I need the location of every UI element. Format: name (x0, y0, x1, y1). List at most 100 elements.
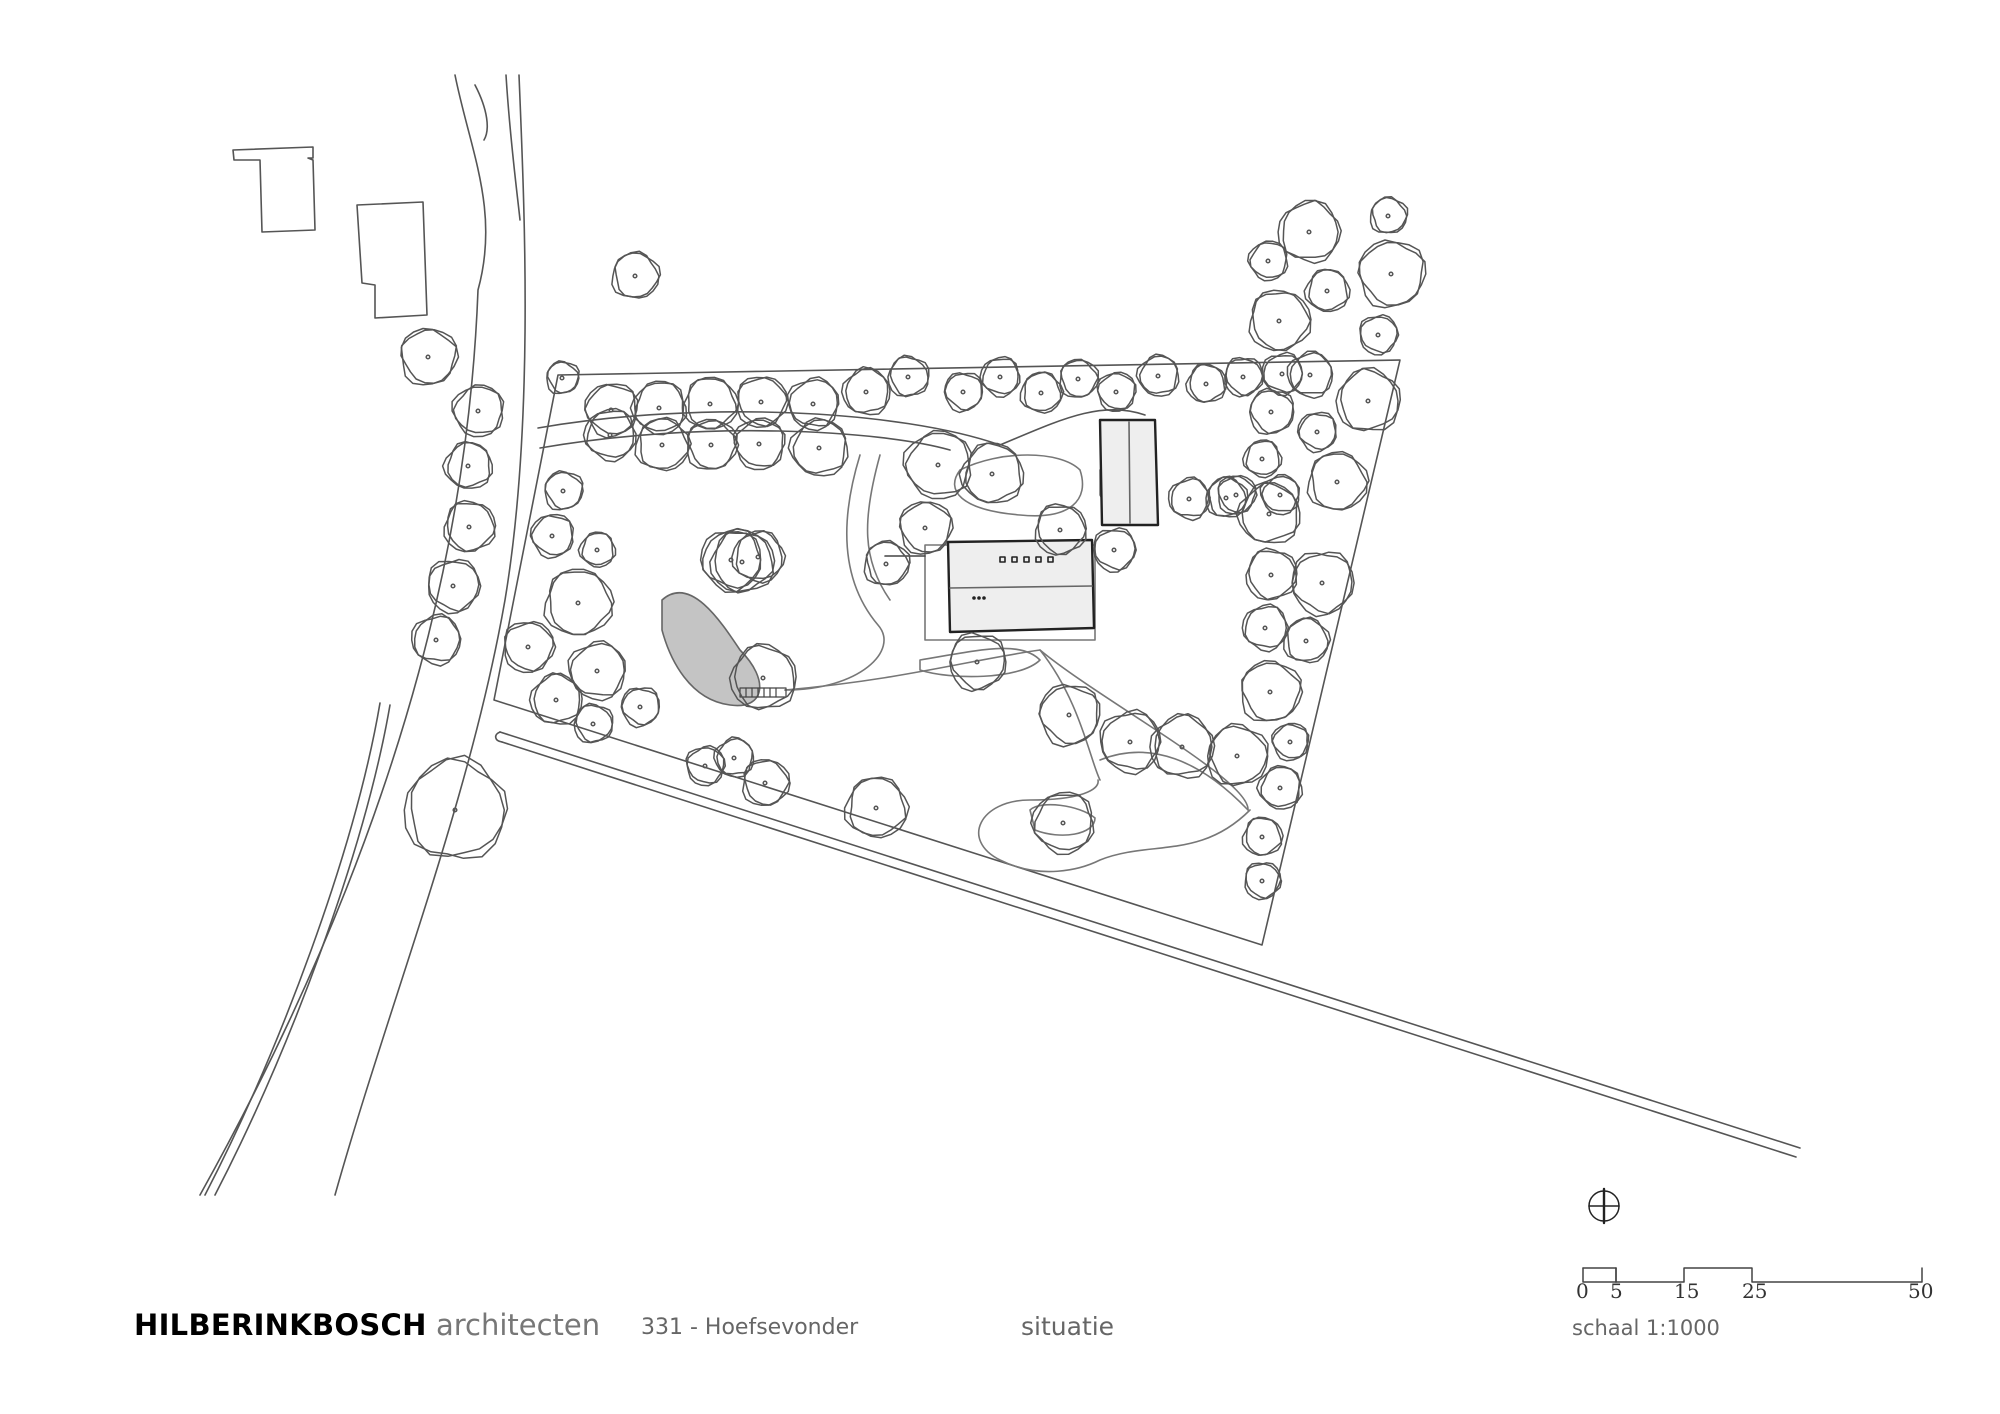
tree (400, 327, 460, 386)
tree-trunk (637, 704, 643, 710)
tree-canopy (943, 372, 984, 414)
tree-canopy (530, 513, 574, 556)
tree-canopy (1310, 453, 1370, 510)
tree (1283, 616, 1332, 664)
tree-canopy (1093, 527, 1136, 571)
tree-trunk (810, 401, 816, 407)
tree-canopy (533, 672, 583, 724)
tree-canopy (1308, 268, 1351, 311)
tree-canopy (1260, 764, 1304, 808)
tree-canopy (441, 441, 491, 489)
tree-canopy (1286, 351, 1333, 400)
tree (577, 531, 617, 568)
tree (786, 376, 840, 432)
tree-canopy (865, 541, 911, 586)
tree (787, 417, 849, 477)
tree-canopy (1149, 712, 1213, 779)
tree-trunk (1277, 785, 1283, 791)
tree-trunk (755, 554, 761, 560)
tree-trunk (594, 668, 600, 674)
tree-canopy (733, 644, 797, 711)
tree (1246, 240, 1289, 282)
tree-trunk (425, 354, 431, 360)
firm-suffix: architecten (435, 1308, 601, 1342)
tree-trunk (1388, 271, 1394, 277)
tree-trunk (1179, 744, 1185, 750)
tree-canopy (1019, 371, 1062, 414)
tree (1357, 239, 1427, 309)
tree-trunk (1324, 288, 1330, 294)
tree-canopy (1096, 371, 1136, 410)
tree-canopy (620, 687, 661, 729)
tree-canopy (1029, 794, 1093, 856)
tree-trunk (452, 807, 458, 813)
scale-tick-25: 25 (1742, 1279, 1768, 1303)
tree-trunk (1314, 429, 1320, 435)
tree-trunk (656, 405, 662, 411)
tree-canopy (845, 365, 891, 414)
tree (1034, 503, 1088, 556)
tree-canopy (1171, 476, 1211, 517)
tree-trunk (1267, 689, 1273, 695)
tree (1271, 722, 1310, 762)
tree (1167, 476, 1211, 522)
tree-canopy (1205, 475, 1247, 518)
tree-canopy (1248, 550, 1298, 601)
tree (732, 417, 786, 471)
tree-canopy (581, 531, 617, 566)
tree-canopy (1245, 862, 1282, 900)
tree-trunk (1319, 580, 1325, 586)
tree-trunk (1334, 479, 1340, 485)
tree-canopy (504, 620, 554, 673)
tree-canopy (958, 442, 1022, 504)
tree (544, 469, 584, 511)
tree-canopy (1241, 481, 1301, 543)
barn (1098, 418, 1160, 527)
tree-canopy (1286, 617, 1332, 662)
tree-canopy (1208, 476, 1249, 517)
tree-canopy (1038, 683, 1101, 748)
tree-trunk (594, 547, 600, 553)
tree (1149, 712, 1216, 779)
tree-canopy (849, 777, 911, 837)
tree-canopy (548, 571, 615, 636)
tree (1259, 473, 1301, 516)
tree (685, 744, 727, 787)
tree-trunk (935, 462, 941, 468)
tree-canopy (1217, 474, 1257, 514)
tree-canopy (1289, 350, 1334, 394)
tree (979, 355, 1021, 399)
tree-canopy (840, 366, 889, 416)
tree-trunk (1279, 371, 1285, 377)
tree (441, 440, 494, 489)
tree (634, 416, 692, 472)
tree-canopy (634, 380, 688, 432)
side-road (494, 731, 1801, 1158)
tree-canopy (1245, 547, 1298, 601)
tree-canopy (843, 776, 907, 839)
tree-canopy (787, 419, 847, 477)
garden-paths (784, 454, 1251, 873)
tree-canopy (1303, 269, 1349, 313)
tree-canopy (904, 429, 972, 495)
main-road (199, 74, 526, 1196)
tree-canopy (410, 757, 509, 858)
tree-trunk (560, 488, 566, 494)
tree-canopy (544, 471, 584, 510)
tree (1335, 366, 1402, 432)
tree (1217, 474, 1258, 515)
tree (1296, 411, 1337, 454)
tree-canopy (1244, 862, 1283, 901)
tree-trunk (1060, 820, 1066, 826)
tree-trunk (1259, 456, 1265, 462)
tree (1135, 353, 1180, 397)
tree-trunk (553, 697, 559, 703)
tree (898, 501, 954, 555)
tree-canopy (1235, 482, 1298, 544)
tree-trunk (1307, 372, 1313, 378)
tree-canopy (1263, 351, 1304, 394)
tree (1303, 268, 1351, 313)
tree (1205, 475, 1249, 518)
tree-canopy (1033, 791, 1095, 851)
tree (504, 620, 557, 674)
